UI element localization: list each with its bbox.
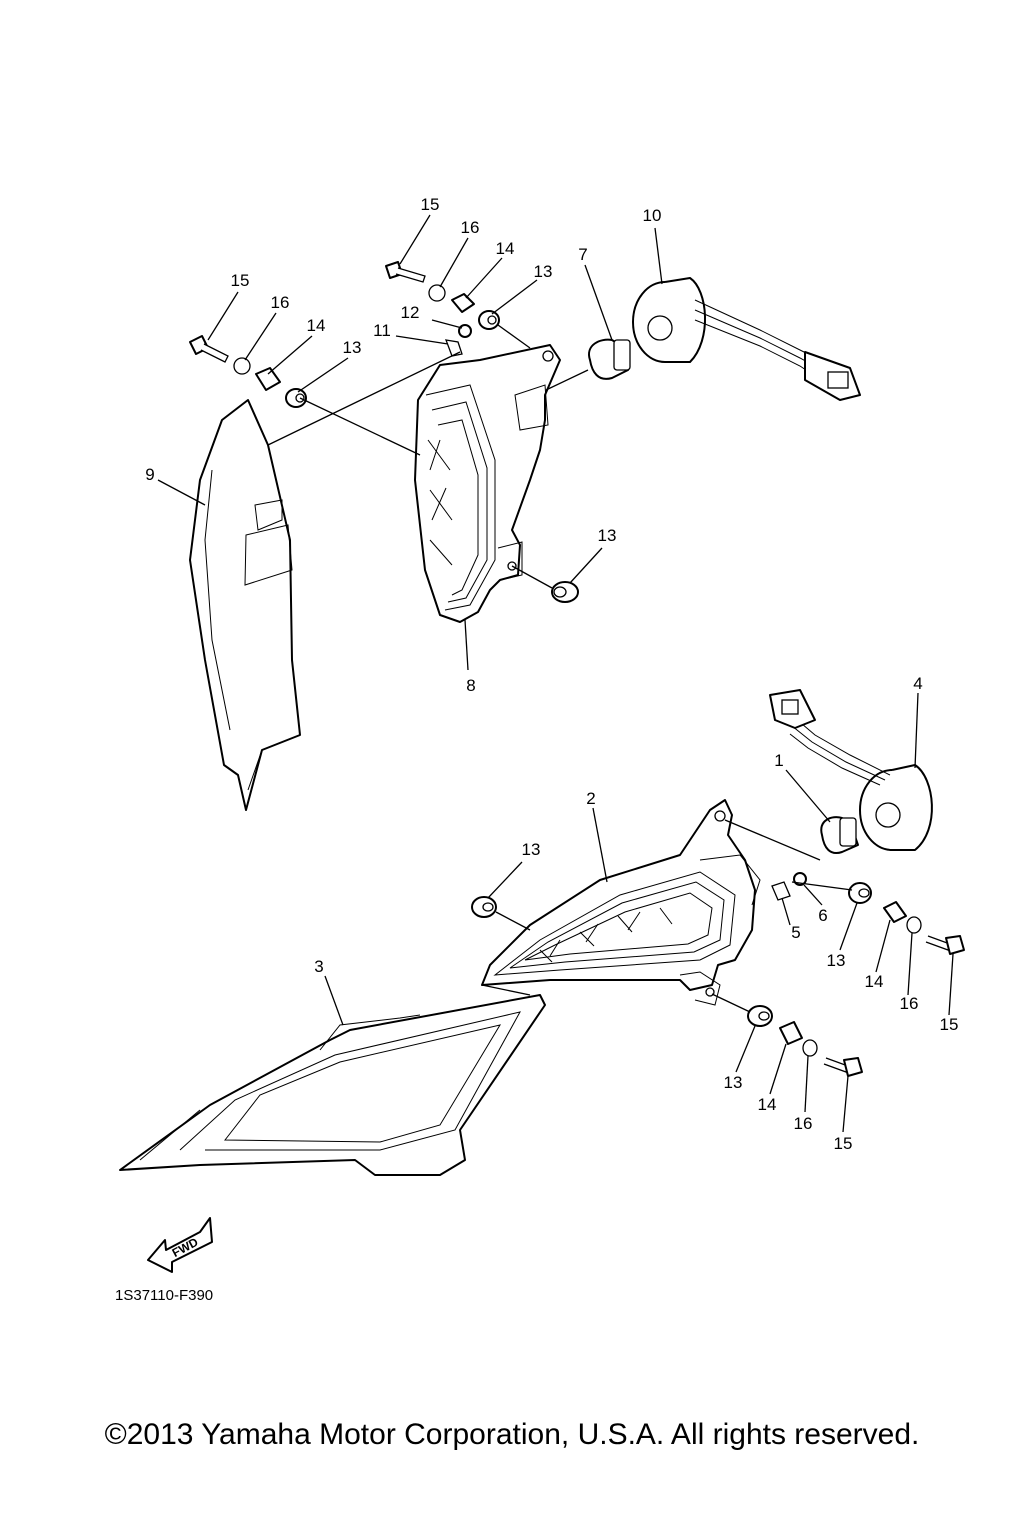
callout-16: 16 (794, 1114, 813, 1133)
callout-3: 3 (314, 957, 323, 976)
callout-11: 11 (373, 321, 391, 340)
callout-10: 10 (643, 206, 662, 225)
fwd-arrow-icon: FWD (147, 1217, 213, 1273)
callout-13: 13 (598, 526, 617, 545)
part-2-lamp-housing (481, 799, 761, 1006)
callout-12: 12 (401, 303, 420, 322)
lower-fasteners (471, 872, 965, 1077)
callout-6: 6 (818, 906, 827, 925)
callout-9: 9 (145, 465, 154, 484)
callout-13: 13 (534, 262, 553, 281)
callout-7: 7 (578, 245, 587, 264)
callout-1: 1 (774, 751, 783, 770)
part-8-lamp-housing (414, 344, 561, 623)
part-4-bulb-socket (769, 689, 933, 851)
callout-4: 4 (913, 674, 922, 693)
upper-assembly-lines (267, 324, 589, 589)
callout-labels: 15 16 14 13 7 10 12 11 15 16 14 13 9 13 … (145, 195, 958, 1153)
callout-16: 16 (271, 293, 290, 312)
leader-lines (157, 214, 954, 1133)
callout-13: 13 (724, 1073, 743, 1092)
part-10-bulb-socket (632, 277, 861, 401)
callout-14: 14 (496, 239, 515, 258)
reference-code: 1S37110-F390 (115, 1287, 213, 1304)
callout-15: 15 (940, 1015, 959, 1034)
copyright-notice: ©2013 Yamaha Motor Corporation, U.S.A. A… (104, 1418, 920, 1451)
callout-13: 13 (522, 840, 541, 859)
part-7-bulb (588, 338, 631, 380)
callout-5: 5 (791, 923, 800, 942)
callout-16: 16 (900, 994, 919, 1013)
callout-15: 15 (231, 271, 250, 290)
upper-fasteners (189, 261, 579, 603)
callout-14: 14 (758, 1095, 777, 1114)
part-9-side-cover (189, 399, 301, 811)
callout-14: 14 (865, 972, 884, 991)
callout-16: 16 (461, 218, 480, 237)
callout-2: 2 (586, 789, 595, 808)
callout-15: 15 (421, 195, 440, 214)
part-3-lens-cover (119, 994, 546, 1176)
callout-13: 13 (827, 951, 846, 970)
callout-14: 14 (307, 316, 326, 335)
callout-13: 13 (343, 338, 362, 357)
callout-8: 8 (466, 676, 475, 695)
lower-assembly-lines (481, 819, 853, 1013)
part-1-bulb (820, 816, 859, 854)
callout-15: 15 (834, 1134, 853, 1153)
